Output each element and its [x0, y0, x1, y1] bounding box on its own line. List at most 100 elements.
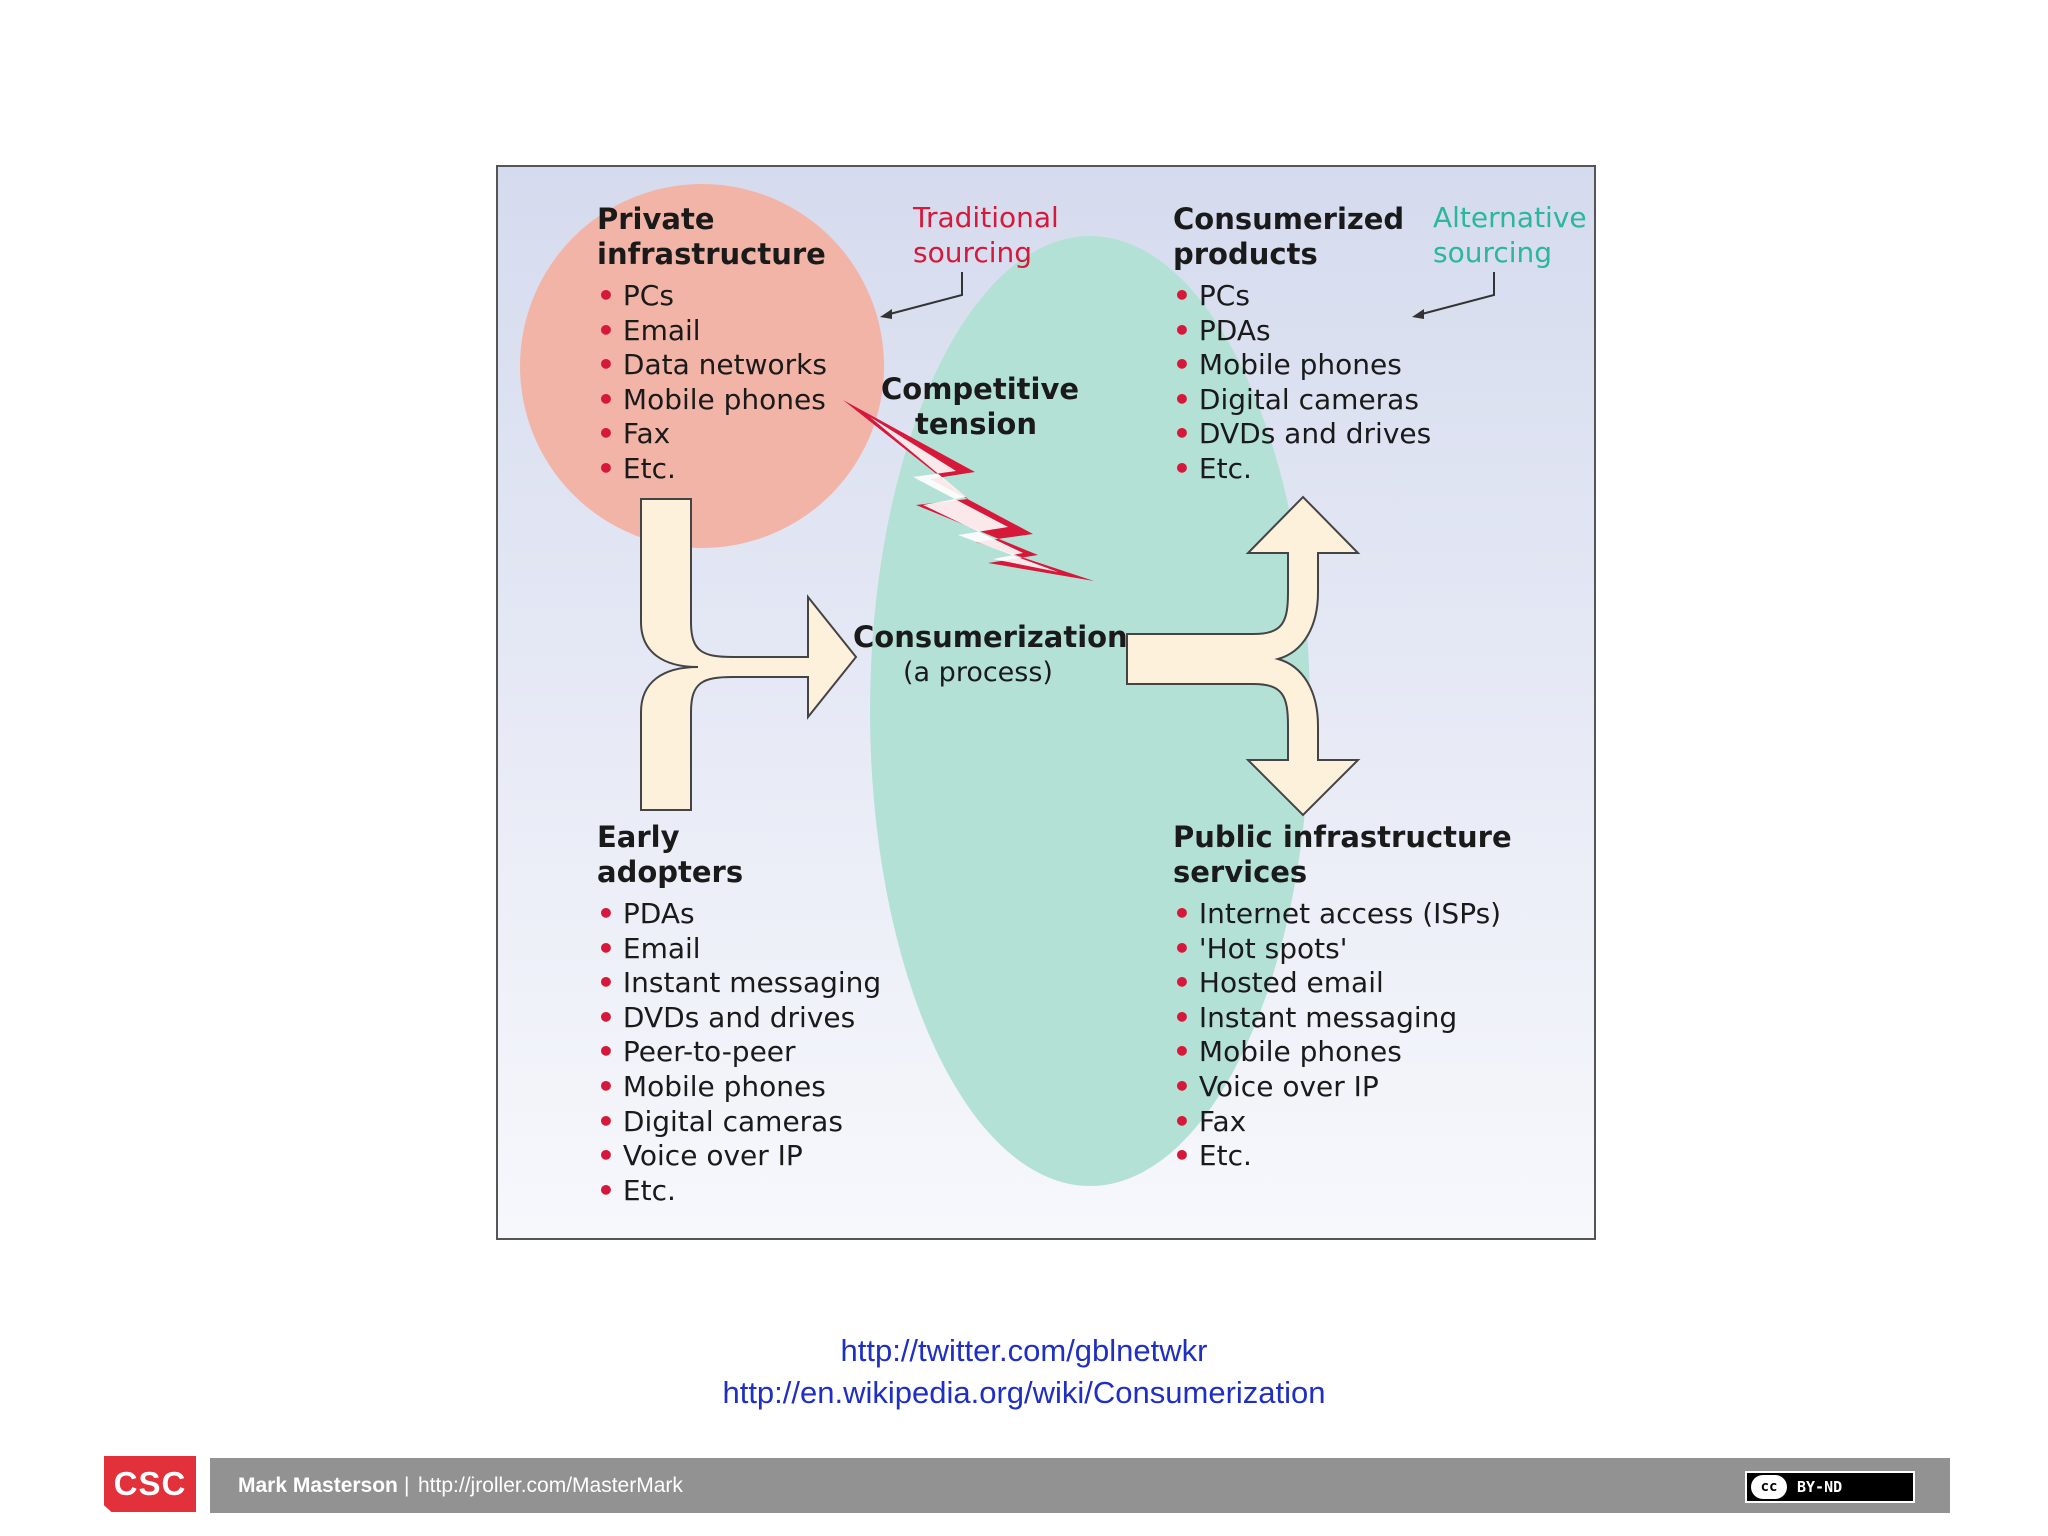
- bullet-icon: •: [597, 1173, 615, 1207]
- list-item: •Digital cameras: [597, 1105, 881, 1140]
- item-label: Mobile phones: [1198, 1035, 1402, 1069]
- note-line: Alternative: [1433, 201, 1587, 234]
- list-item: •Fax: [597, 417, 827, 452]
- heading-line: Consumerized: [1173, 202, 1405, 236]
- item-label: Hosted email: [1198, 966, 1384, 1000]
- list-item: •Etc.: [1173, 452, 1431, 487]
- list-item: •Email: [597, 932, 881, 967]
- consumerization-diagram: Private infrastructure •PCs •Email •Data…: [496, 165, 1596, 1240]
- lightning-bolt: [843, 400, 1094, 581]
- item-label: Mobile phones: [622, 1069, 826, 1103]
- bullet-icon: •: [1173, 1069, 1191, 1103]
- list-item: •Instant messaging: [597, 966, 881, 1001]
- list-item: •Mobile phones: [597, 383, 827, 418]
- bullet-icon: •: [597, 1035, 615, 1069]
- footer-bar: Mark Masterson | http://jroller.com/Mast…: [210, 1458, 1950, 1513]
- bullet-icon: •: [1173, 279, 1191, 312]
- alternative-pointer-line: [1417, 272, 1495, 316]
- list-item: •PCs: [1173, 279, 1431, 314]
- right-fork-arrow: [1126, 495, 1361, 817]
- bullet-icon: •: [1173, 1139, 1191, 1173]
- list-item: •Etc.: [597, 1174, 881, 1209]
- list-item: •Instant messaging: [1173, 1001, 1501, 1036]
- note-line: sourcing: [913, 236, 1033, 269]
- item-label: Etc.: [622, 451, 676, 485]
- author-url[interactable]: http://jroller.com/MasterMark: [418, 1474, 683, 1497]
- consumerized-products-heading: Consumerized products: [1173, 202, 1404, 272]
- bullet-icon: •: [1173, 451, 1191, 485]
- bullet-icon: •: [597, 931, 615, 965]
- list-item: •Etc.: [1173, 1139, 1501, 1174]
- item-label: Instant messaging: [1198, 1000, 1458, 1034]
- private-infrastructure-heading: Private infrastructure: [597, 202, 826, 272]
- bullet-icon: •: [597, 1104, 615, 1138]
- item-label: Email: [622, 313, 701, 347]
- bullet-icon: •: [1173, 417, 1191, 451]
- list-item: •DVDs and drives: [597, 1001, 881, 1036]
- heading-line: Private: [597, 202, 715, 236]
- item-label: PCs: [1198, 279, 1250, 312]
- item-label: Voice over IP: [1198, 1069, 1379, 1103]
- consumer-ellipse: [870, 236, 1310, 1186]
- item-label: Mobile phones: [1198, 348, 1402, 382]
- list-item: •Voice over IP: [597, 1139, 881, 1174]
- bullet-icon: •: [597, 966, 615, 1000]
- wikipedia-link[interactable]: http://en.wikipedia.org/wiki/Consumeriza…: [722, 1375, 1326, 1410]
- link-list: http://twitter.com/gblnetwkr http://en.w…: [0, 1330, 2048, 1414]
- alternative-sourcing-note: Alternative sourcing: [1433, 200, 1587, 270]
- bullet-icon: •: [1173, 1104, 1191, 1138]
- left-fork-arrow: [640, 498, 858, 811]
- item-label: Etc.: [622, 1173, 676, 1207]
- list-item: •Internet access (ISPs): [1173, 897, 1501, 932]
- consumerization-label: Consumerization (a process): [853, 620, 1128, 690]
- item-label: Fax: [1198, 1104, 1247, 1138]
- cc-license-badge[interactable]: cc BY-ND: [1745, 1471, 1915, 1503]
- traditional-pointer-head: [880, 309, 892, 319]
- list-item: •Mobile phones: [1173, 1035, 1501, 1070]
- twitter-link[interactable]: http://twitter.com/gblnetwkr: [840, 1333, 1208, 1368]
- cc-icon: cc: [1751, 1475, 1787, 1499]
- list-item: •Mobile phones: [597, 1070, 881, 1105]
- traditional-sourcing-note: Traditional sourcing: [913, 200, 1059, 270]
- heading-line: infrastructure: [597, 237, 826, 271]
- heading-line: Early: [597, 820, 680, 854]
- item-label: DVDs and drives: [1198, 417, 1432, 451]
- list-item: •PDAs: [1173, 314, 1431, 349]
- list-item: •'Hot spots': [1173, 932, 1501, 967]
- bullet-icon: •: [597, 1139, 615, 1173]
- label-line: Competitive: [881, 372, 1080, 406]
- item-label: Instant messaging: [622, 966, 882, 1000]
- note-line: sourcing: [1433, 236, 1553, 269]
- footer-separator: |: [404, 1474, 410, 1497]
- note-line: Traditional: [913, 201, 1059, 234]
- list-item: •Hosted email: [1173, 966, 1501, 1001]
- label-line: tension: [915, 407, 1037, 441]
- bullet-icon: •: [597, 1069, 615, 1103]
- item-label: PDAs: [622, 897, 695, 930]
- item-label: 'Hot spots': [1198, 931, 1348, 965]
- heading-line: services: [1173, 855, 1308, 889]
- public-infrastructure-list: •Internet access (ISPs) •'Hot spots' •Ho…: [1173, 897, 1501, 1174]
- bullet-icon: •: [597, 348, 615, 382]
- bullet-icon: •: [1173, 1000, 1191, 1034]
- private-infrastructure-list: •PCs •Email •Data networks •Mobile phone…: [597, 279, 827, 487]
- item-label: Peer-to-peer: [622, 1035, 796, 1069]
- list-item: •PDAs: [597, 897, 881, 932]
- csc-logo: CSC: [104, 1456, 196, 1512]
- bullet-icon: •: [1173, 897, 1191, 930]
- author-name: Mark Masterson: [238, 1474, 398, 1497]
- license-terms: BY-ND: [1797, 1478, 1843, 1496]
- bullet-icon: •: [1173, 382, 1191, 416]
- list-item: •Digital cameras: [1173, 383, 1431, 418]
- item-label: Digital cameras: [622, 1104, 843, 1138]
- item-label: Mobile phones: [622, 382, 826, 416]
- item-label: Email: [622, 931, 701, 965]
- bullet-icon: •: [597, 313, 615, 347]
- competitive-tension-label: Competitive tension: [881, 372, 1080, 442]
- alternative-pointer-head: [1412, 309, 1424, 319]
- bullet-icon: •: [1173, 966, 1191, 1000]
- list-item: •Data networks: [597, 348, 827, 383]
- private-circle: [520, 184, 884, 548]
- item-label: PCs: [622, 279, 674, 312]
- public-infrastructure-heading: Public infrastructure services: [1173, 820, 1512, 890]
